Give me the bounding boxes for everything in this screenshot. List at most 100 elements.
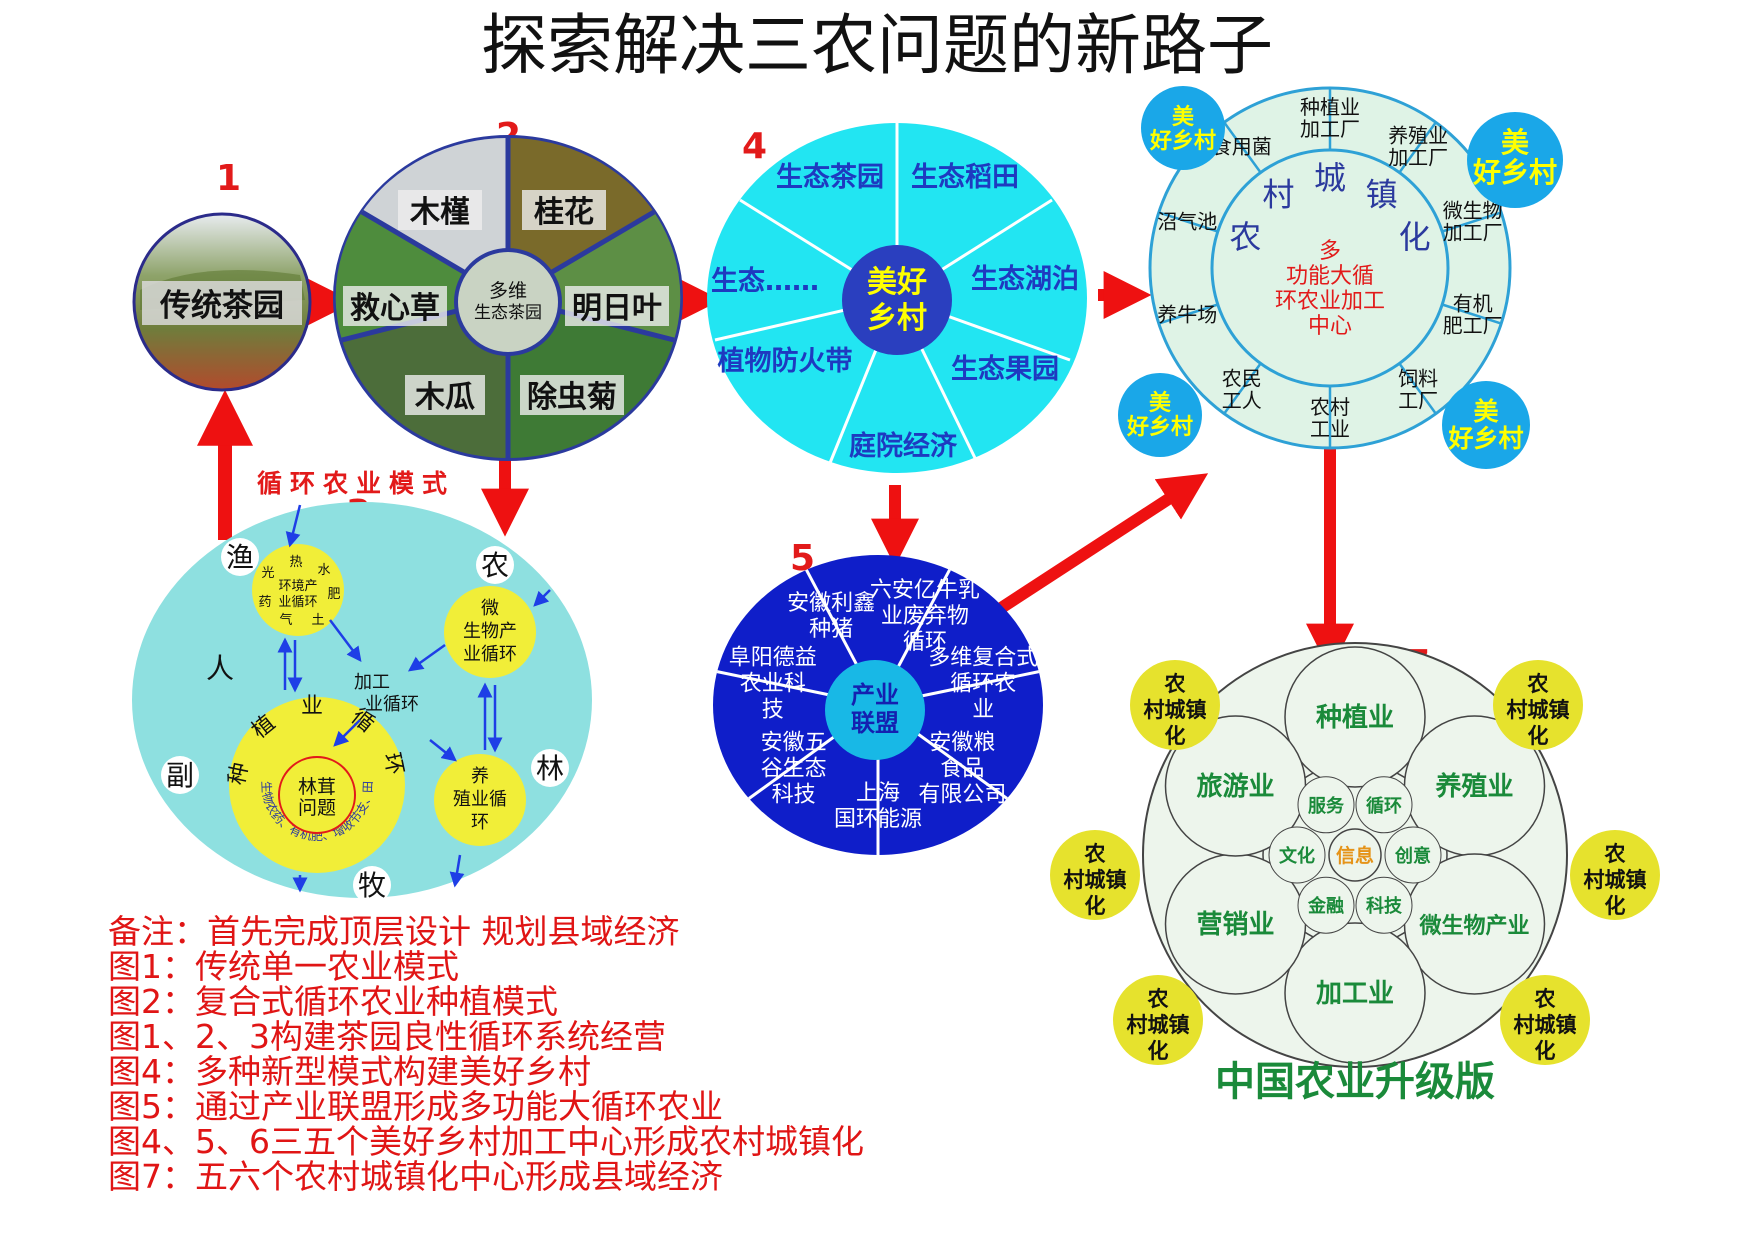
figure-3-circular-agriculture: 循环农业模式 渔 农 副 林 牧 人 光 热 水 药 肥 气 土 环境产 业 xyxy=(132,469,592,904)
svg-text:药: 药 xyxy=(258,595,271,610)
svg-text:好乡村: 好乡村 xyxy=(1472,156,1557,189)
fig4-segment-3: 生态果园 xyxy=(951,354,1059,385)
fig7-inner-circle-2 xyxy=(1355,876,1413,934)
fig5-center xyxy=(825,660,925,760)
svg-text:美: 美 xyxy=(1501,126,1529,159)
svg-text:光: 光 xyxy=(261,566,274,581)
fig6-segment-7-line-0: 养牛场 xyxy=(1157,302,1217,326)
fig3-plant-center1: 林茸 xyxy=(298,776,336,798)
fig7-satellite-5-line-0: 农 xyxy=(1534,987,1556,1011)
fig7-satellite-3-line-1: 村城镇 xyxy=(1584,868,1647,892)
fig6-center-line4: 中心 xyxy=(1308,314,1352,339)
fig7-satellite-4 xyxy=(1113,975,1203,1065)
fig2-segment-mujin: 木槿 xyxy=(409,195,470,230)
svg-text:好乡村: 好乡村 xyxy=(1447,424,1523,453)
fig5-segment-4-line-1: 国环能源 xyxy=(834,807,922,832)
svg-text:热: 热 xyxy=(289,555,302,570)
svg-text:美: 美 xyxy=(1473,397,1498,426)
fig5-segment-1-line-1: 业废弃物 xyxy=(881,604,969,629)
fig5-segment-4-line-0: 上海 xyxy=(856,781,900,806)
fig3-plant-center2: 问题 xyxy=(298,797,336,819)
fig6-segment-5-line-1: 工业 xyxy=(1310,417,1350,441)
fig7-industry-1: 养殖业 xyxy=(1434,771,1513,802)
fig7-satellite-2-line-1: 村城镇 xyxy=(1064,868,1127,892)
fig6-segment-1-line-1: 加工厂 xyxy=(1388,146,1448,170)
fig6-segment-0-line-0: 种植业 xyxy=(1300,95,1360,119)
fig7-inner-circle-4 xyxy=(1268,826,1326,884)
fig4-segment-1: 生态稻田 xyxy=(911,162,1019,193)
fig5-segment-0-line-0: 安徽利鑫 xyxy=(787,591,875,616)
fig6-center-line2: 功能大循 xyxy=(1286,264,1374,289)
fig6-village-top-right xyxy=(1467,112,1563,208)
svg-text:好乡村: 好乡村 xyxy=(1126,414,1193,440)
fig7-industry-4: 营销业 xyxy=(1196,910,1274,940)
fig2-segment-mugua: 木瓜 xyxy=(414,380,475,415)
fig6-center-line3: 环农业加工 xyxy=(1275,289,1385,314)
fig5-segment-3-line-2: 有限公司 xyxy=(918,782,1006,807)
fig5-segment-5-line-2: 科技 xyxy=(772,782,816,807)
fig3-corner-ren: 人 xyxy=(206,652,234,685)
svg-text:好乡村: 好乡村 xyxy=(1149,128,1216,154)
svg-text:美: 美 xyxy=(1172,104,1195,130)
fig7-inner-2: 科技 xyxy=(1366,895,1403,917)
figure-6-rural-urbanization: 种植业加工厂养殖业加工厂微生物加工厂有机肥工厂饲料工厂农村工业农民工人养牛场沼气… xyxy=(1118,86,1563,469)
fig6-segment-4-line-1: 工厂 xyxy=(1398,388,1438,412)
fig6-ring-word-0: 农 xyxy=(1229,218,1261,256)
figure-number-4: 4 xyxy=(742,126,767,167)
fig7-satellite-2-line-0: 农 xyxy=(1084,842,1106,866)
fig5-segment-3-line-1: 食品 xyxy=(940,756,984,781)
fig7-inner-circle-0 xyxy=(1355,776,1413,834)
arrow-5-to-6 xyxy=(991,473,1209,618)
fig7-satellite-4-line-2: 化 xyxy=(1148,1039,1169,1063)
fig4-segment-2: 生态湖泊 xyxy=(971,264,1079,295)
svg-text:环境产: 环境产 xyxy=(278,579,317,594)
notes: 备注：首先完成顶层设计 规划县域经济 图1：传统单一农业模式 图2：复合式循环农… xyxy=(108,912,864,1196)
fig7-inner-1: 创意 xyxy=(1394,845,1431,867)
svg-text:环: 环 xyxy=(471,812,489,833)
fig7-satellite-3 xyxy=(1570,830,1660,920)
fig3-corner-yu: 渔 xyxy=(226,541,254,574)
fig2-center-line2: 生态茶园 xyxy=(474,303,542,323)
fig3-process-line1: 加工 xyxy=(354,672,390,693)
fig7-satellite-0-line-2: 化 xyxy=(1165,724,1186,748)
fig6-segment-0-line-1: 加工厂 xyxy=(1300,117,1360,141)
fig2-segment-jiuxincao: 救心草 xyxy=(350,291,440,326)
fig7-inner-circle-5 xyxy=(1297,776,1355,834)
fig3-corner-mu: 牧 xyxy=(358,869,386,902)
fig7-inner-3: 金融 xyxy=(1307,895,1344,917)
fig6-segment-8-line-0: 沼气池 xyxy=(1157,210,1217,234)
svg-text:水: 水 xyxy=(317,563,330,578)
note-7: 图7：五六个农村城镇化中心形成县域经济 xyxy=(108,1157,723,1196)
fig6-ring-word-2: 城 xyxy=(1314,159,1346,197)
fig3-process-line2: 业循环 xyxy=(365,694,419,715)
fig7-industry-2: 微生物产业 xyxy=(1418,913,1529,939)
fig7-inner-4: 文化 xyxy=(1279,845,1315,867)
fig3-corner-nong: 农 xyxy=(481,549,509,582)
fig3-breed-circle xyxy=(434,754,526,846)
fig4-center xyxy=(842,245,952,355)
fig6-village-top-left xyxy=(1141,86,1225,170)
fig6-segment-6-line-1: 工人 xyxy=(1222,388,1262,412)
fig6-segment-5-line-0: 农村 xyxy=(1310,395,1350,419)
svg-text:业循环: 业循环 xyxy=(278,595,317,610)
fig7-industry-circle-3 xyxy=(1284,922,1426,1064)
svg-text:养: 养 xyxy=(471,766,489,787)
fig5-center-line1: 产业 xyxy=(851,681,899,709)
page-title: 探索解决三农问题的新路子 xyxy=(481,7,1273,84)
fig7-center: 信息 xyxy=(1336,844,1374,867)
svg-text:殖业循: 殖业循 xyxy=(453,788,507,810)
fig7-inner-circle-3 xyxy=(1297,876,1355,934)
fig3-env-circle xyxy=(252,544,344,636)
fig5-segment-5-line-1: 谷生态 xyxy=(761,756,827,781)
fig6-segment-1-line-0: 养殖业 xyxy=(1388,124,1448,148)
fig6-center-line1: 多 xyxy=(1319,239,1341,264)
fig7-satellite-5-line-2: 化 xyxy=(1535,1039,1556,1063)
fig7-inner-0: 循环 xyxy=(1366,795,1402,817)
fig5-segment-2-line-2: 业 xyxy=(972,698,994,723)
fig2-segment-guihua: 桂花 xyxy=(534,195,594,230)
fig6-segment-3-line-0: 有机 xyxy=(1453,291,1493,315)
fig6-segment-3-line-1: 肥工厂 xyxy=(1443,313,1503,337)
fig3-corner-lin: 林 xyxy=(536,752,564,785)
flow-arrows xyxy=(197,271,1354,672)
fig7-satellite-0-line-0: 农 xyxy=(1164,672,1186,696)
